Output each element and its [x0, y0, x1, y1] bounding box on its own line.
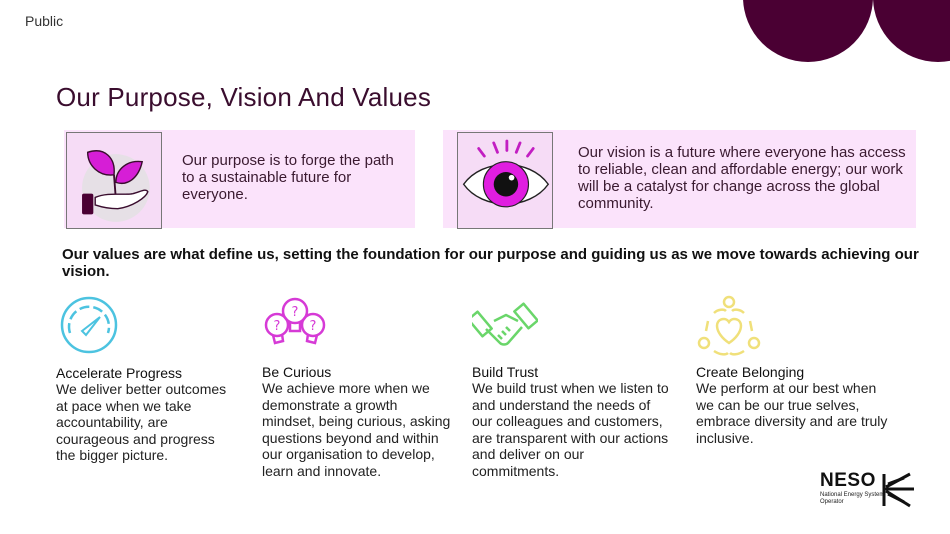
value-description: We deliver better outcomes at pace when … [56, 381, 227, 463]
page-title: Our Purpose, Vision And Values [56, 82, 432, 112]
purpose-panel: Our purpose is to forge the path to a su… [64, 130, 415, 229]
community-heart-icon [696, 295, 762, 361]
eye-icon [457, 132, 553, 229]
lightbulbs-question-icon: ? ? ? [262, 295, 328, 361]
union-flag-icon [882, 472, 914, 508]
value-description: We perform at our best when we can be ou… [696, 380, 888, 446]
logo-wordmark: NESO [820, 470, 876, 491]
purpose-text: Our purpose is to forge the path to a su… [182, 152, 394, 203]
value-build-trust: Build Trust We build trust when we liste… [467, 295, 669, 479]
decorative-circle-left [743, 0, 873, 62]
value-create-belonging: Create Belonging We perform at our best … [696, 295, 887, 446]
vision-text: Our vision is a future where everyone ha… [578, 144, 906, 212]
value-be-curious: ? ? ? Be Curious We achieve more when we… [262, 295, 450, 479]
value-description: We build trust when we listen to and und… [472, 380, 669, 479]
vision-panel: Our vision is a future where everyone ha… [443, 130, 916, 229]
value-accelerate-progress: Accelerate Progress We deliver better ou… [56, 295, 226, 463]
svg-text:?: ? [274, 319, 281, 334]
svg-text:?: ? [292, 305, 299, 320]
value-name: Be Curious [262, 364, 332, 380]
neso-logo: NESO National Energy System Operator [820, 470, 920, 515]
values-intro: Our values are what define us, setting t… [62, 246, 919, 280]
value-name: Build Trust [472, 364, 539, 380]
value-name: Accelerate Progress [56, 365, 183, 381]
logo-subtitle: National Energy System Operator [820, 492, 885, 505]
speedometer-icon [56, 295, 122, 361]
decorative-circle-right [873, 0, 950, 62]
handshake-icon [467, 295, 539, 361]
hand-plant-icon [66, 132, 162, 229]
classification-label: Public [25, 13, 64, 29]
value-description: We achieve more when we demonstrate a gr… [262, 380, 451, 479]
value-name: Create Belonging [696, 364, 805, 380]
svg-text:?: ? [310, 319, 317, 334]
